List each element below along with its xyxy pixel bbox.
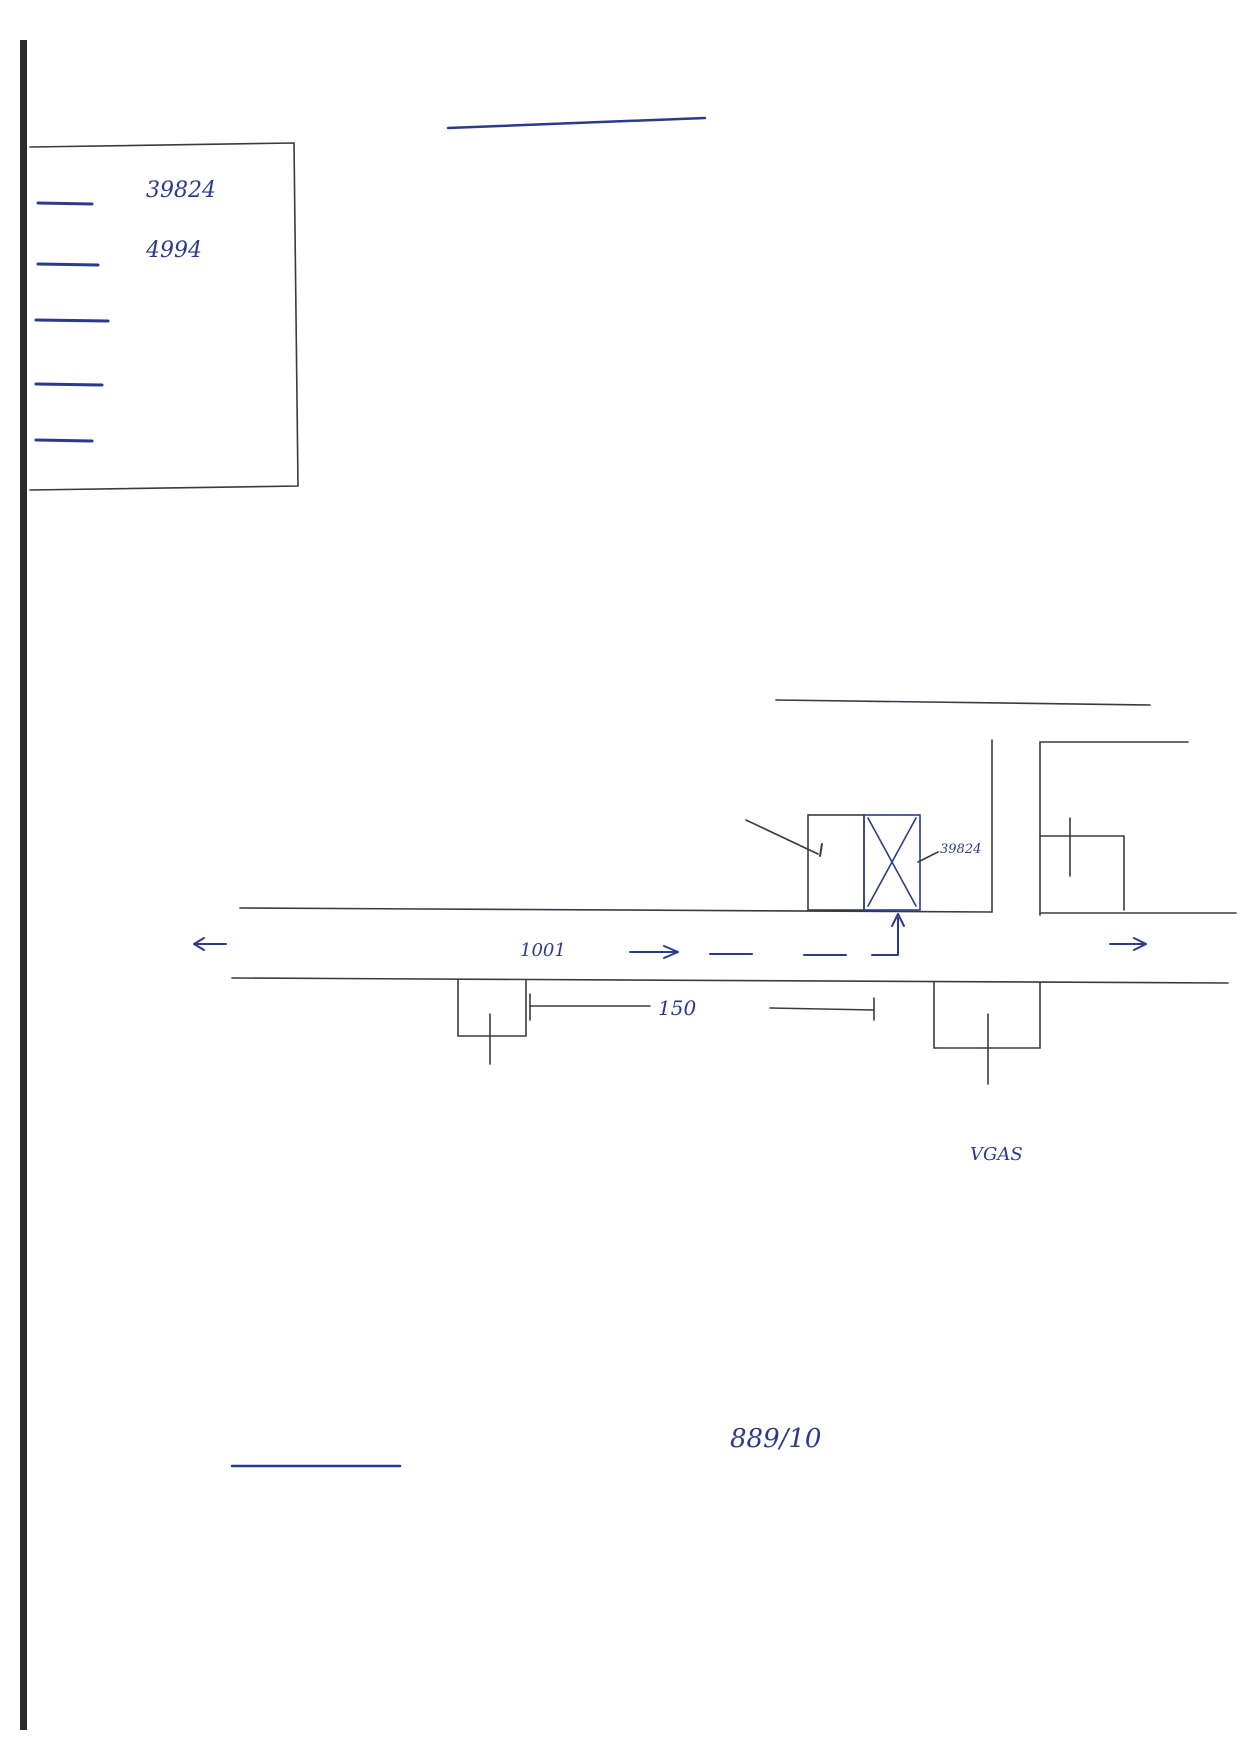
info-underline-4 xyxy=(34,382,104,387)
title-underline xyxy=(446,116,707,130)
plot-label-line2: 39824 xyxy=(940,842,982,857)
info-value-2: 4994 xyxy=(146,238,202,263)
side-street-right-edge xyxy=(1039,741,1189,916)
footer-line-1-rest: 889/10 xyxy=(730,1424,822,1454)
distance-line-right xyxy=(769,1007,875,1011)
plot-box xyxy=(863,814,921,911)
plot-leader xyxy=(917,851,939,863)
building-left xyxy=(807,814,865,911)
building-bottom-left xyxy=(457,979,527,1037)
access-arrow xyxy=(871,917,899,956)
building-bottom-right xyxy=(933,981,1041,1049)
building-left-dot xyxy=(819,843,823,857)
binding-edge xyxy=(20,40,27,1730)
plot-cross-2 xyxy=(867,817,917,907)
info-underline-3 xyxy=(34,318,110,323)
building-left-leader xyxy=(745,819,819,855)
building-right xyxy=(1039,835,1125,911)
info-underline-5 xyxy=(34,438,94,443)
road-label: 1001 xyxy=(520,940,566,961)
bottom-right-label-line2: VGAS xyxy=(970,1144,1023,1165)
info-value-1: 39824 xyxy=(146,178,216,203)
road-edge-south xyxy=(231,977,1229,984)
info-box-frame xyxy=(29,142,299,491)
distance-label: 150 xyxy=(658,996,697,1020)
road-edge-north xyxy=(239,907,993,913)
top-street-line xyxy=(775,699,1151,706)
info-underline-2 xyxy=(36,262,100,267)
info-underline-1 xyxy=(36,201,94,206)
